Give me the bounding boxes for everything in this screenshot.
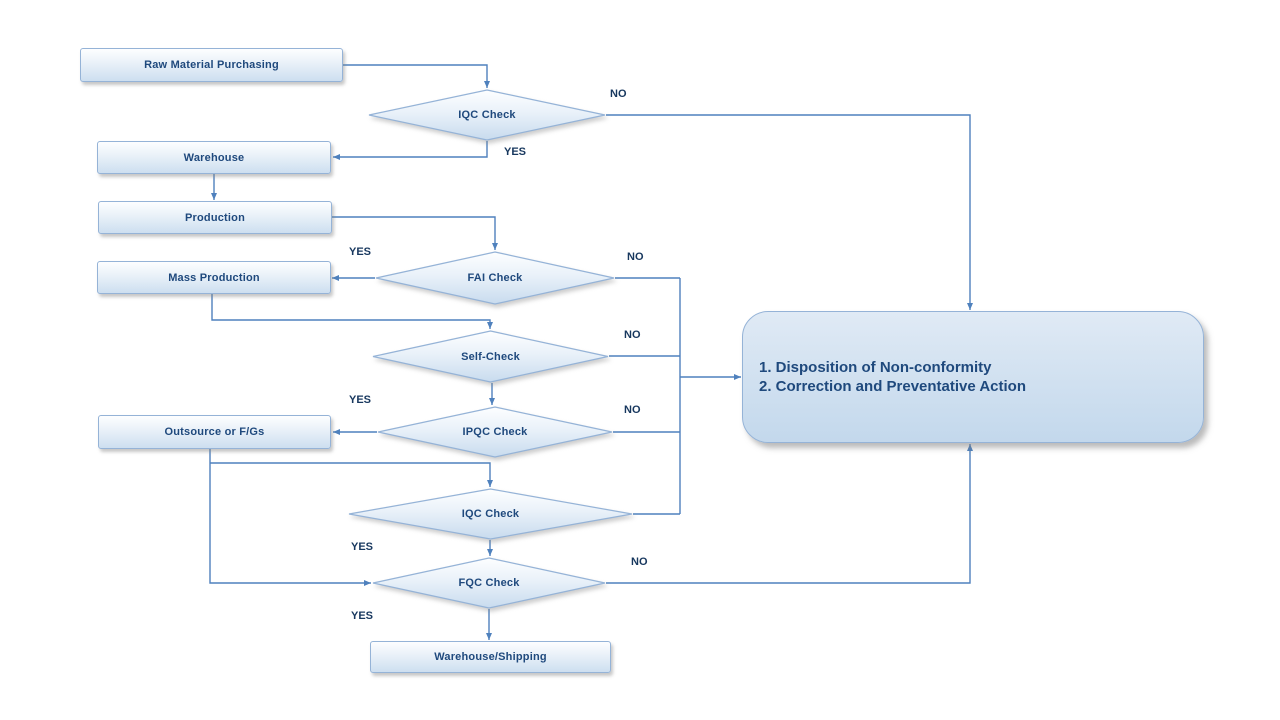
node-warehouse-shipping-label: Warehouse/Shipping	[434, 651, 547, 663]
node-production: Production	[98, 201, 332, 234]
edge-label-iqc1-no: NO	[610, 88, 627, 100]
node-fai-check-label: FAI Check	[467, 272, 523, 284]
node-warehouse: Warehouse	[97, 141, 331, 174]
node-iqc-check-2: IQC Check	[348, 488, 633, 540]
node-fai-check: FAI Check	[375, 251, 615, 305]
edge-label-fai-yes: YES	[349, 246, 372, 258]
node-ipqc-check-label: IPQC Check	[462, 426, 528, 438]
edge-label-iqc2-yes: YES	[351, 541, 374, 553]
iqc-check-1-diamond-shape	[368, 89, 606, 141]
iqc-check-2-diamond-shape	[348, 488, 633, 540]
node-mass-production-label: Mass Production	[168, 271, 260, 284]
fqc-check-diamond-shape	[372, 557, 606, 609]
edge-label-ipqc-no: NO	[624, 404, 641, 416]
node-mass-production: Mass Production	[97, 261, 331, 294]
disposition-line-1: 1. Disposition of Non-conformity	[759, 359, 992, 376]
edge-iqc1-no-to-disposition	[606, 114, 973, 310]
edge-iqc1-yes-to-warehouse	[333, 141, 488, 160]
node-disposition-box: 1. Disposition of Non-conformity 2. Corr…	[742, 311, 1204, 443]
ipqc-check-diamond-shape	[377, 406, 613, 458]
node-self-check: Self-Check	[372, 330, 609, 383]
edge-outsource-to-fqc	[209, 449, 371, 586]
node-iqc-check-1-label: IQC Check	[458, 109, 516, 121]
node-iqc-check-1: IQC Check	[368, 89, 606, 141]
node-warehouse-label: Warehouse	[183, 151, 245, 164]
edge-label-ipqc-yes: YES	[349, 394, 372, 406]
node-raw-material-purchasing-label: Raw Material Purchasing	[144, 59, 279, 71]
edge-outsource-to-iqc2	[210, 462, 493, 487]
edge-label-fqc-no: NO	[631, 556, 648, 568]
edge-fqc-no-to-disposition	[606, 444, 973, 584]
node-warehouse-shipping: Warehouse/Shipping	[370, 641, 611, 673]
edge-label-fai-no: NO	[627, 251, 644, 263]
edge-label-selfcheck-no: NO	[624, 329, 641, 341]
node-outsource-fgs: Outsource or F/Gs	[98, 415, 331, 449]
self-check-diamond-shape	[372, 330, 609, 383]
node-fqc-check-label: FQC Check	[458, 577, 520, 589]
node-raw-material-purchasing: Raw Material Purchasing	[80, 48, 343, 82]
node-iqc-check-2-label: IQC Check	[461, 508, 520, 520]
edge-label-fqc-yes: YES	[351, 610, 374, 622]
disposition-line-2: 2. Correction and Preventative Action	[759, 378, 1027, 395]
node-fqc-check: FQC Check	[372, 557, 606, 609]
edge-rawmaterial-to-iqc1	[343, 64, 490, 88]
node-outsource-fgs-label: Outsource or F/Gs	[164, 426, 265, 438]
node-ipqc-check: IPQC Check	[377, 406, 613, 458]
edge-label-iqc1-yes: YES	[504, 146, 527, 158]
node-self-check-label: Self-Check	[461, 350, 520, 363]
fai-check-diamond-shape	[375, 251, 615, 305]
node-production-label: Production	[184, 211, 246, 224]
